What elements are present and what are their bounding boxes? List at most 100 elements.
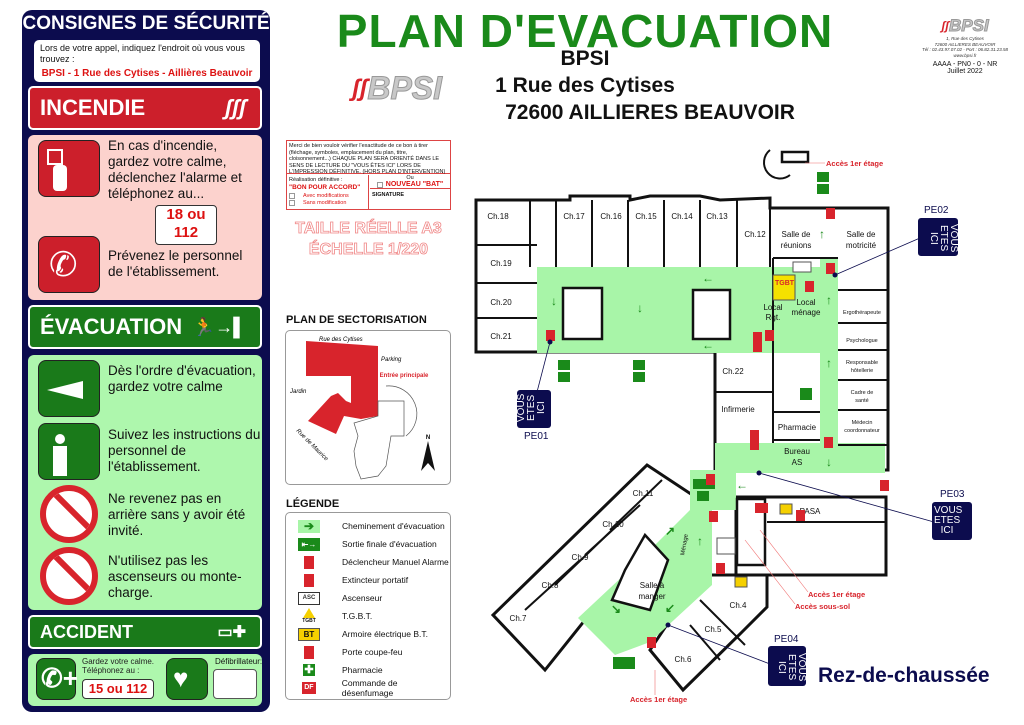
plan-element xyxy=(832,272,838,278)
room-label: Ch.4 xyxy=(730,601,747,610)
plan-element xyxy=(758,472,935,523)
fire-door-icon xyxy=(709,511,718,522)
plan-element xyxy=(699,599,746,646)
extinguisher-icon xyxy=(647,637,656,648)
legend-label: Ascenseur xyxy=(342,593,383,603)
exit-sign-icon xyxy=(817,184,829,194)
defib-label: Défibrillateur: xyxy=(215,657,263,666)
legend-item: DF Commande de désenfumage xyxy=(298,678,450,698)
avec-modifs-checkbox[interactable] xyxy=(289,192,295,199)
stairs-north xyxy=(780,150,810,164)
interior-walls xyxy=(561,150,810,612)
no-going-back-icon xyxy=(40,485,98,543)
room-label: Ch.14 xyxy=(671,212,693,221)
exit-running-man-icon: 🏃→▌ xyxy=(192,316,246,337)
smoke-control-icon xyxy=(755,503,768,513)
plan-element xyxy=(756,470,762,476)
bt-cabinet-icon xyxy=(779,503,793,515)
avec-modifs-label: Avec modifications xyxy=(303,192,349,199)
extinguisher-icon xyxy=(706,474,715,485)
plan-reference: AAAA - PN0 - 0 - NR xyxy=(932,61,998,68)
arrow-down-icon: ↓ xyxy=(551,294,557,308)
room-label: Salle à xyxy=(640,581,665,590)
scale-size: TAILLE RÉELLE A3 xyxy=(295,220,442,238)
you-are-here-dots xyxy=(547,272,838,628)
bt-cabinet-icon xyxy=(734,576,748,588)
room-label: Ch.13 xyxy=(706,212,728,221)
legend-item: Extincteur portatif xyxy=(298,571,408,589)
sans-modifs-checkbox[interactable] xyxy=(289,200,295,207)
proof-approval-box: Merci de bien vouloir vérifier l'exactit… xyxy=(286,140,451,210)
sans-modifs-option[interactable]: Sans modification xyxy=(289,200,366,207)
location-text: BPSI - 1 Rue des Cytises - Aillières Bea… xyxy=(41,68,253,79)
room-label: Ch.18 xyxy=(487,212,509,221)
extinguisher-icon xyxy=(298,573,320,587)
exit-sign-icon xyxy=(633,372,645,382)
smoke-control-icon: DF xyxy=(298,682,320,695)
manual-alarm-icon xyxy=(753,332,762,352)
plan-element xyxy=(667,624,771,665)
arrow-down-icon: ↓ xyxy=(637,301,643,315)
nouveau-bat-checkbox[interactable] xyxy=(376,181,383,188)
safety-instructions-panel: CONSIGNES DE SÉCURITÉ Lors de votre appe… xyxy=(22,10,270,712)
access-labels: Accès 1er étage Accès 1er étage Accès so… xyxy=(630,159,883,704)
room-label: Ch.22 xyxy=(722,367,744,376)
nouveau-bat-label: NOUVEAU "BAT" xyxy=(385,180,444,188)
legend-label: Cheminement d'évacuation xyxy=(342,521,445,531)
logo-text: BPSI xyxy=(367,70,443,107)
exit-sign-icon: ⇤→ xyxy=(298,537,320,551)
exit-sign-icon xyxy=(558,372,570,382)
legend-item: ⇤→ Sortie finale d'évacuation xyxy=(298,535,437,553)
room-label: coordonnateur xyxy=(844,428,880,434)
room-label: Ch.17 xyxy=(563,212,585,221)
fire-door-icon xyxy=(298,645,320,659)
floor-level-label: Rez-de-chaussée xyxy=(818,664,990,687)
arrow-down-icon: ↙ xyxy=(665,601,675,615)
you-are-here-pe01: VOUS ETES ICI xyxy=(516,390,551,428)
avec-modifs-option[interactable]: Avec modifications xyxy=(289,193,366,200)
fire-instructions: En cas d'incendie, gardez votre calme, d… xyxy=(28,135,262,300)
call-instructions: Lors de votre appel, indiquez l'endroit … xyxy=(40,43,245,64)
extinguisher-icon xyxy=(824,437,833,448)
realisation-label: Réalisation définitive : xyxy=(289,177,343,183)
extinguisher-icon xyxy=(765,330,774,341)
room-label: Responsable xyxy=(846,360,878,366)
access-pointers xyxy=(654,162,825,695)
room-label: Local xyxy=(796,298,815,307)
room-label: Cadre de xyxy=(851,390,874,396)
room-label: Médecin xyxy=(852,420,873,426)
plan-element xyxy=(759,529,809,593)
access-label-upstairs: Accès 1er étage xyxy=(808,590,865,599)
legend-label: Sortie finale d'évacuation xyxy=(342,539,437,549)
room-label: PASA xyxy=(800,507,821,516)
evacuation-header: ÉVACUATION 🏃→▌ xyxy=(28,305,262,349)
exit-sign-icon xyxy=(697,491,709,501)
no-elevator-icon xyxy=(40,547,98,605)
legend-label: Commande de désenfumage xyxy=(341,678,398,698)
extinguisher-icon xyxy=(826,208,835,219)
exit-sign-icon xyxy=(558,360,570,370)
flame-logo-icon: ʃʃ xyxy=(352,74,368,102)
defibrillator-icon: ♥ xyxy=(166,658,208,700)
elevator-icon xyxy=(716,537,736,555)
safety-equipment xyxy=(546,208,889,648)
sectorisation-drawing: Rue des Cytises Parking Jardin Entrée pr… xyxy=(289,337,435,480)
evacuation-header-label: ÉVACUATION xyxy=(40,314,183,339)
page-title: PLAN D'EVACUATION xyxy=(336,5,834,57)
plan-element xyxy=(834,237,921,276)
accident-call-text: Gardez votre calme. Téléphonez au : xyxy=(82,657,155,675)
entrance-label: Entrée principale xyxy=(380,373,429,379)
plan-element xyxy=(547,339,553,345)
fire-text-2: Prévenez le personnel de l'établissement… xyxy=(108,248,243,279)
stretcher-icon: ▭✚ xyxy=(217,624,246,641)
sector-highlight xyxy=(306,341,378,434)
pe04-label: PE04 xyxy=(774,634,799,645)
evac-text-4: N'utilisez pas les ascenseurs ou monte-c… xyxy=(108,553,242,600)
plan-element xyxy=(524,559,581,611)
plan-element xyxy=(665,622,671,628)
emergency-phone-icon: ✆+ xyxy=(36,658,78,700)
room-label: manger xyxy=(638,592,665,601)
